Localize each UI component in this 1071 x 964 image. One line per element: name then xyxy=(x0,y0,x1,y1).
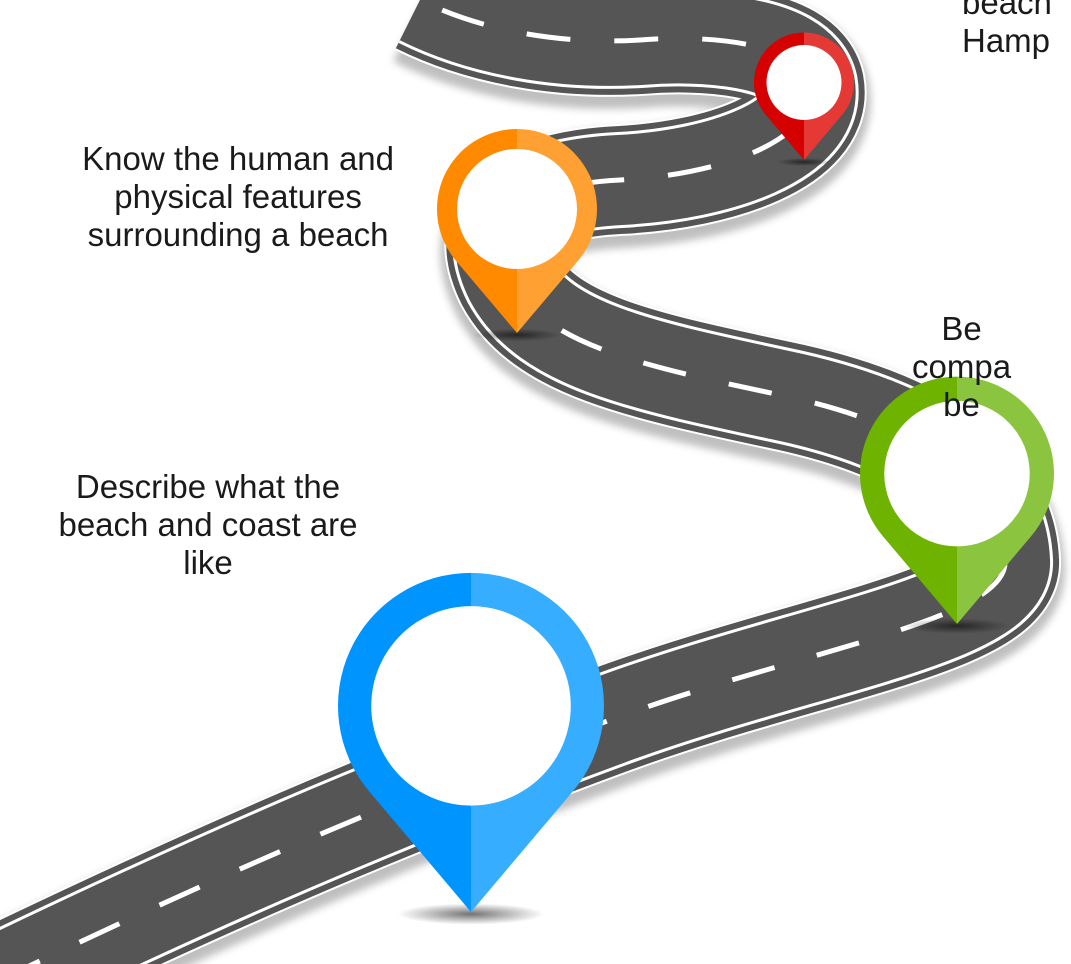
pin-center xyxy=(766,45,842,120)
stop-label-blue: Describe what the beach and coast are li… xyxy=(8,468,408,582)
label-line: be xyxy=(943,386,980,423)
pin-shadow xyxy=(776,158,832,166)
pin-green xyxy=(859,376,1055,634)
pin-center xyxy=(884,400,1030,547)
label-line: beach xyxy=(962,0,1052,21)
pin-shadow xyxy=(473,328,561,342)
pin-center xyxy=(457,149,577,269)
label-line: Hamp xyxy=(962,22,1051,59)
label-line: beach and coast are xyxy=(58,506,358,543)
stop-label-red: beach Hamp xyxy=(962,0,1052,60)
label-line: Be xyxy=(941,310,982,347)
label-line: compa xyxy=(912,348,1012,385)
pin-shadow xyxy=(397,903,545,925)
label-line: Describe what the xyxy=(75,468,341,505)
pin-red xyxy=(754,32,854,166)
pin-center xyxy=(371,606,571,806)
pins-group xyxy=(338,32,1055,925)
pin-shadow xyxy=(903,618,1011,634)
label-line: Know the human and xyxy=(82,140,394,177)
label-line: like xyxy=(183,544,233,581)
stop-label-green: Be compa be xyxy=(912,310,1011,424)
label-line: physical features xyxy=(114,178,362,215)
pin-blue xyxy=(338,572,605,925)
pin-orange xyxy=(436,129,597,342)
stop-label-orange: Know the human and physical features sur… xyxy=(82,140,394,254)
label-line: surrounding a beach xyxy=(87,216,389,253)
